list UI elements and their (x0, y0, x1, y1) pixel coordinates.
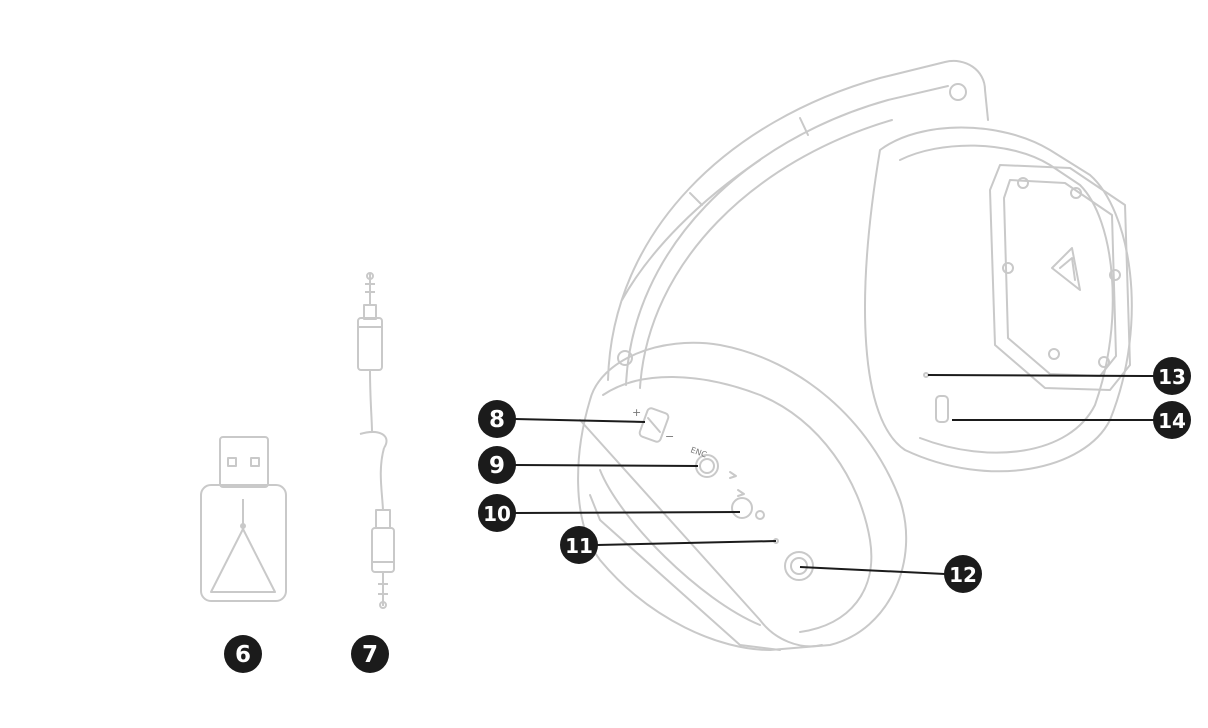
svg-text:13: 13 (1158, 365, 1186, 389)
minus-label: − (665, 430, 674, 443)
svg-text:11: 11 (565, 534, 593, 558)
callout-7: 7 (351, 635, 389, 673)
leader-8 (514, 418, 646, 423)
callout-12: 12 (944, 555, 982, 593)
callout-10: 10 (478, 494, 516, 532)
callout-11: 11 (560, 526, 598, 564)
svg-text:14: 14 (1158, 409, 1186, 433)
callout-8: 8 (478, 400, 516, 438)
callout-13: 13 (1153, 357, 1191, 395)
svg-text:8: 8 (489, 407, 505, 433)
svg-text:9: 9 (489, 453, 505, 479)
callout-14: 14 (1153, 401, 1191, 439)
callout-9: 9 (478, 446, 516, 484)
audio-cable-drawing (357, 272, 395, 609)
plus-label: + (632, 406, 641, 419)
leader-9 (514, 464, 699, 467)
svg-text:6: 6 (235, 642, 251, 668)
svg-text:12: 12 (949, 563, 977, 587)
svg-text:7: 7 (362, 642, 378, 668)
leader-lines (514, 374, 1156, 575)
leader-13 (927, 374, 1156, 377)
leader-10 (514, 511, 741, 514)
brand-logo-icon (1051, 247, 1081, 291)
leader-11 (596, 540, 777, 546)
usb-dongle-drawing (200, 436, 287, 602)
leader-12 (799, 566, 946, 575)
callout-6: 6 (224, 635, 262, 673)
headset-drawing (577, 59, 1133, 651)
svg-text:10: 10 (483, 502, 511, 526)
